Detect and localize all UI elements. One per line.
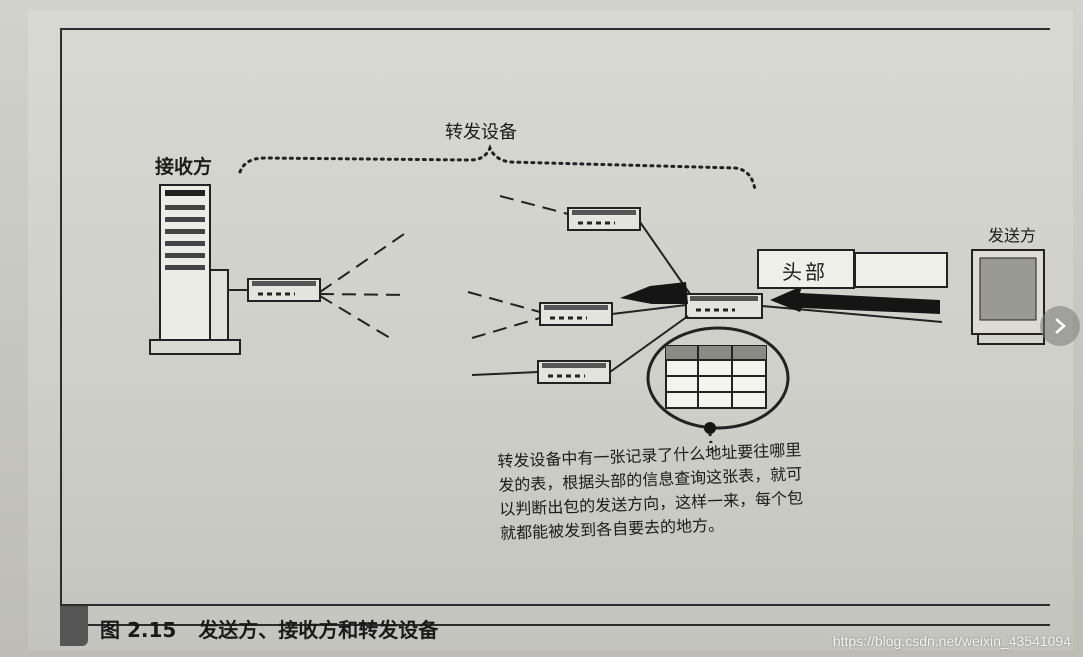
figure-number: 图 2.15 xyxy=(100,618,177,642)
chevron-right-icon xyxy=(1055,318,1066,334)
packet-direction-arrow-icon xyxy=(770,286,940,314)
watermark: https://blog.csdn.net/weixin_43541094 xyxy=(832,633,1071,649)
packet-icon xyxy=(757,249,948,289)
sender-computer-icon xyxy=(971,249,1045,345)
forwarding-device-label: 转发设备 xyxy=(445,122,517,143)
figure-caption-bar: 图 2.15 发送方、接收方和转发设备 xyxy=(60,604,1050,650)
routing-table-icon xyxy=(646,326,790,453)
receiver-label: 接收方 xyxy=(155,156,213,178)
sender-label: 发送方 xyxy=(988,226,1037,245)
figure-title-text: 发送方、接收方和转发设备 xyxy=(198,618,439,642)
router-icon xyxy=(539,302,613,326)
figure-title: 图 2.15 发送方、接收方和转发设备 xyxy=(100,614,438,643)
router-icon xyxy=(567,207,641,231)
left-arrow-icon xyxy=(620,282,688,304)
forwarding-device-bracket xyxy=(238,144,757,192)
header-label: 头部 xyxy=(782,260,828,284)
receiver-server-icon xyxy=(149,184,241,355)
figure-frame xyxy=(60,28,1050,626)
figure-tab xyxy=(60,606,88,646)
next-image-button[interactable] xyxy=(1040,306,1080,346)
